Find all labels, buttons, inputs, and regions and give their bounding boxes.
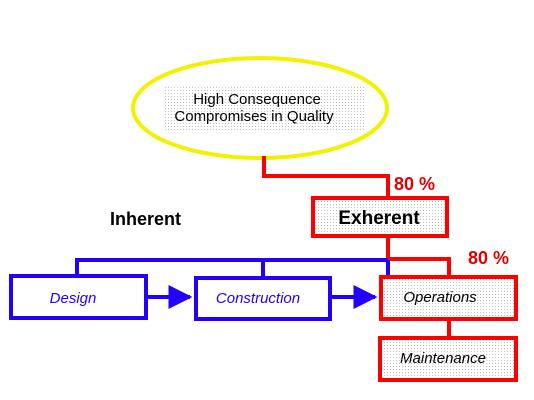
maintenance-box [378, 336, 518, 382]
construction-label: Construction [216, 290, 300, 307]
operations-label: Operations [403, 289, 477, 306]
inherent-label: Inherent [110, 209, 181, 229]
maintenance-label: Maintenance [400, 350, 486, 367]
percent-label-right: 80 % [468, 248, 509, 268]
operations-box [379, 275, 518, 321]
design-label: Design [50, 290, 97, 307]
top-ellipse-line1: High Consequence [193, 91, 321, 108]
connector-ellipse-to-exherent [262, 156, 390, 198]
exherent-label: Exherent [338, 208, 420, 229]
construction-box [194, 276, 332, 321]
connector-exherent-to-operations [386, 236, 451, 277]
percent-label-top: 80 % [394, 174, 435, 194]
top-ellipse-text-bg [165, 86, 365, 130]
design-box [9, 274, 148, 320]
exherent-box [311, 196, 449, 238]
top-ellipse-line2: Compromises in Quality [174, 108, 334, 125]
blue-bus-line [75, 258, 388, 276]
